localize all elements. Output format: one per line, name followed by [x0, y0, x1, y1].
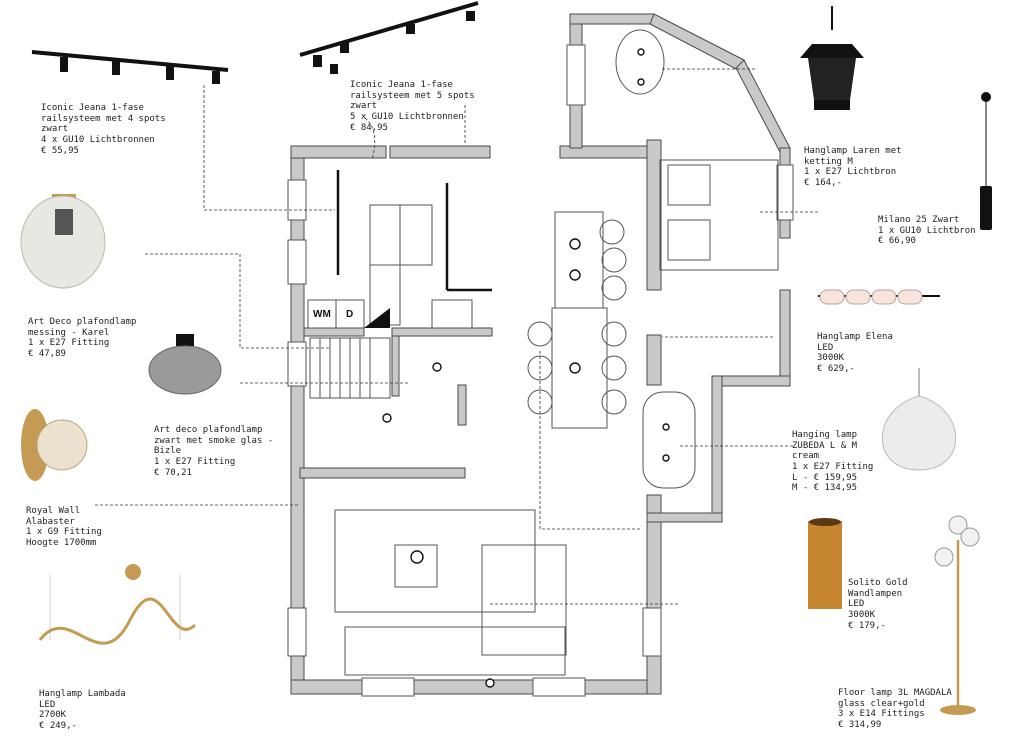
- walls: [287, 13, 794, 697]
- zubeda-pendant-icon: [881, 368, 957, 471]
- laren-lantern-icon: [800, 6, 864, 110]
- bizle-lamp-icon: [148, 334, 222, 395]
- solito-wall-lamp-icon: [808, 518, 842, 609]
- elena-pendant-icon: [818, 289, 940, 305]
- track-5-icon: [299, 1, 479, 74]
- fixtures: [336, 48, 670, 688]
- milano-pendant-icon: [980, 92, 992, 230]
- room-tag-wm: WM: [313, 309, 331, 320]
- alabaster-wall-lamp-icon: [21, 409, 88, 481]
- magdala-floor-lamp-icon: [934, 515, 980, 715]
- leader-lines: [95, 68, 820, 605]
- lambada-pendant-icon: [38, 564, 197, 645]
- interior: [307, 29, 779, 676]
- floor-plan: [20, 1, 992, 715]
- track-4-icon: [31, 50, 229, 84]
- room-tag-d: D: [346, 309, 354, 320]
- karel-lamp-icon: [20, 194, 106, 289]
